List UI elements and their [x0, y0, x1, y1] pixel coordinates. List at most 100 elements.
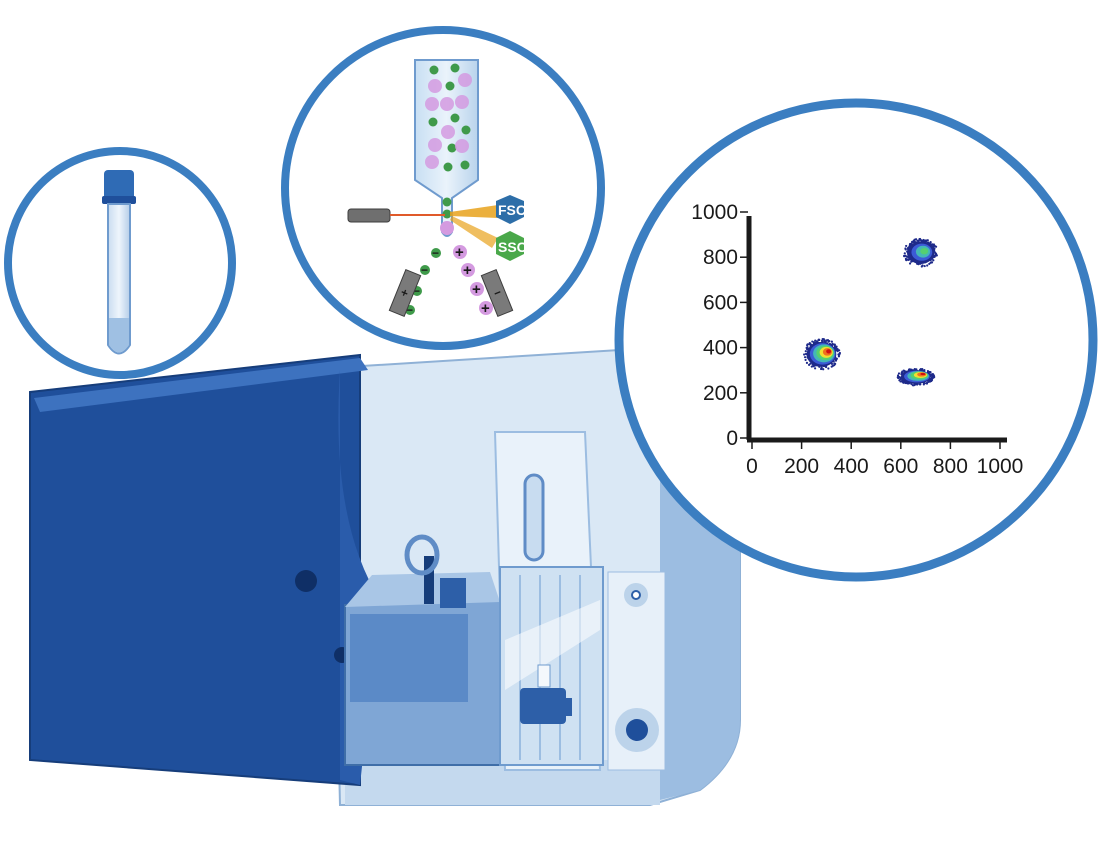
light-beam	[505, 600, 600, 690]
scatter-point	[836, 348, 839, 351]
green-cell	[445, 81, 455, 91]
population-3	[896, 367, 936, 387]
y-tick-label: 400	[703, 337, 738, 360]
tube-cap-rim	[102, 196, 136, 204]
scatter-point	[834, 358, 838, 361]
scatter-point	[926, 239, 929, 242]
sample-loader-window	[350, 614, 468, 702]
scatter-point	[912, 384, 915, 387]
scatter-point	[930, 376, 934, 379]
status-light	[631, 590, 641, 600]
negative-deflection-plate: +	[388, 268, 422, 318]
scatter-point	[830, 340, 833, 343]
scatter-point	[820, 339, 824, 342]
positive-sign: +	[481, 300, 490, 317]
population-1	[803, 338, 842, 371]
forward-scatter-beam	[450, 205, 498, 218]
scatter-point	[805, 361, 809, 365]
pink-cell	[440, 221, 454, 235]
scatter-point	[837, 355, 841, 358]
scatter-point	[921, 264, 924, 267]
instrument-left-door	[29, 353, 361, 787]
sample-tube-inset	[4, 147, 236, 379]
x-tick-label: 800	[933, 455, 968, 478]
scatter-point	[803, 356, 807, 359]
scatter-point	[837, 353, 840, 356]
scatter-point	[808, 342, 811, 346]
density-level	[920, 372, 926, 376]
green-cell	[450, 63, 460, 73]
scatter-point	[903, 255, 906, 258]
scatter-point	[908, 368, 911, 371]
scatter-point	[803, 353, 806, 356]
density-populations	[803, 237, 938, 387]
side-scatter-beam	[450, 216, 498, 248]
positive-droplet	[461, 263, 475, 277]
instrument-lower-panel	[345, 760, 660, 805]
scatter-point	[925, 381, 929, 385]
scatter-point	[806, 343, 809, 346]
positive-sign: +	[455, 244, 464, 261]
population-2	[903, 237, 938, 268]
power-button-core	[626, 719, 648, 741]
pink-cell	[428, 79, 442, 93]
scatter-point	[913, 238, 916, 241]
pink-cell	[428, 138, 442, 152]
collection-tube-cap	[537, 664, 551, 688]
scatter-point	[912, 240, 915, 243]
laser-source	[347, 208, 391, 223]
scatter-point	[931, 374, 934, 378]
collection-tube-arm	[562, 698, 572, 716]
scatter-point	[922, 383, 925, 386]
scatter-point	[918, 238, 921, 241]
positive-sign: +	[463, 262, 472, 279]
sample-needle	[424, 556, 434, 604]
scatter-point	[822, 368, 825, 371]
green-cell	[428, 117, 438, 127]
scatter-point	[926, 264, 929, 267]
scatter-point	[827, 340, 830, 343]
positive-droplet	[479, 301, 493, 315]
scatter-point	[929, 241, 932, 244]
needle-ring	[404, 534, 440, 576]
y-tick-label: 0	[726, 427, 738, 450]
density-level	[920, 247, 929, 255]
plate-positive-sign: +	[399, 285, 411, 301]
scatter-point	[825, 339, 828, 342]
negative-sign: −	[432, 246, 439, 260]
pink-cell	[441, 125, 455, 139]
scatter-point	[807, 363, 811, 366]
scatter-point	[905, 259, 908, 262]
scatter-point	[897, 372, 901, 375]
fsc-detector	[496, 195, 524, 224]
scatter-point	[830, 365, 833, 368]
x-tick-label: 0	[746, 455, 758, 478]
instrument-top-edge	[34, 358, 368, 412]
scatter-point	[902, 369, 905, 372]
door-knob	[295, 570, 317, 592]
scatter-point	[827, 367, 830, 370]
green-cell	[447, 143, 457, 153]
positive-droplet	[470, 282, 484, 296]
scatter-point	[814, 367, 817, 370]
fsc-label: FSC	[498, 202, 526, 218]
cell-sorting-inset: FSC SSC −−−−++++ + −	[281, 26, 605, 350]
x-tick-label: 600	[883, 455, 918, 478]
scatter-point	[838, 351, 842, 355]
scatter-point	[929, 261, 932, 264]
green-cell	[442, 197, 452, 207]
flow-cytometer-instrument	[29, 343, 741, 806]
x-tick-label: 400	[834, 455, 869, 478]
scatter-point	[897, 376, 900, 380]
scatter-point	[919, 383, 922, 386]
scatter-point	[904, 247, 907, 250]
negative-sign: −	[413, 284, 420, 298]
scatter-point	[817, 338, 821, 341]
scatter-point	[901, 380, 904, 383]
pink-cell	[440, 97, 454, 111]
sorted-droplets: −−−−++++	[405, 244, 493, 317]
